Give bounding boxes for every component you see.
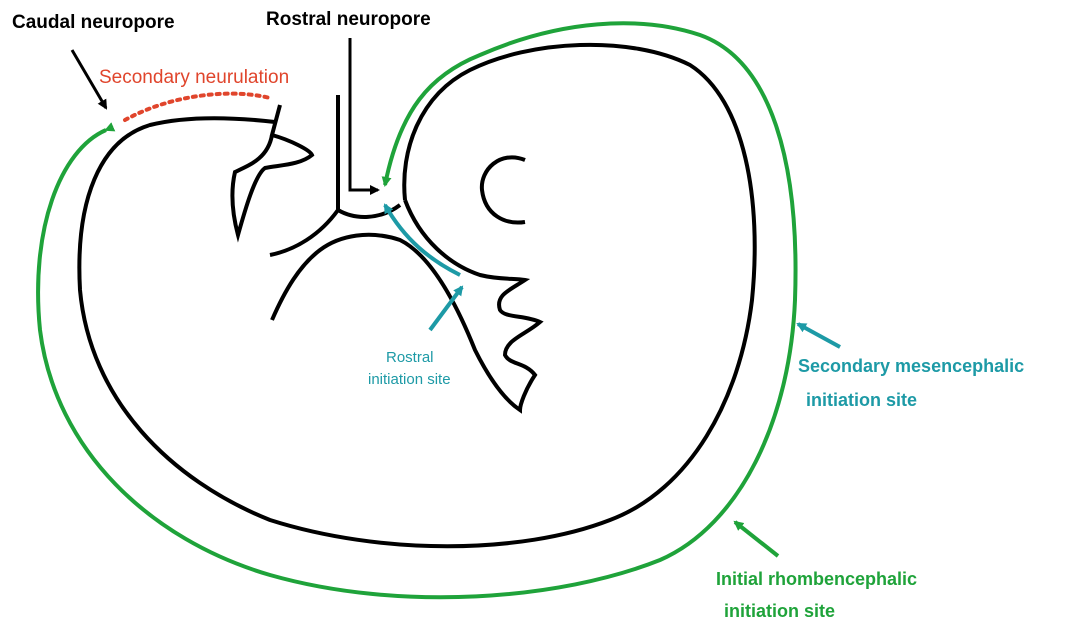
green-closure-path <box>38 23 795 597</box>
secondary-neurulation-arc <box>125 94 270 120</box>
embryo-outline <box>79 45 754 546</box>
tail-bud <box>232 105 312 235</box>
rostral-initiation-label-2: initiation site <box>368 371 451 388</box>
initial-rhombencephalic-label-1: Initial rhombencephalic <box>716 569 917 589</box>
rostral-neuropore-channel <box>270 95 400 255</box>
initial-rhombencephalic-label-2: initiation site <box>724 601 835 621</box>
rostral-neuropore-arrow <box>350 38 378 190</box>
secondary-mesencephalic-pointer <box>798 324 840 347</box>
optic-curve <box>482 157 525 222</box>
secondary-neurulation-label: Secondary neurulation <box>99 67 289 88</box>
rostral-neuropore-label: Rostral neuropore <box>266 9 431 30</box>
secondary-mesencephalic-label-2: initiation site <box>806 390 917 410</box>
initial-rhombencephalic-pointer <box>735 522 778 556</box>
rostral-initiation-label-1: Rostral <box>386 349 434 366</box>
caudal-neuropore-label: Caudal neuropore <box>12 12 175 33</box>
secondary-mesencephalic-label-1: Secondary mesencephalic <box>798 356 1024 376</box>
